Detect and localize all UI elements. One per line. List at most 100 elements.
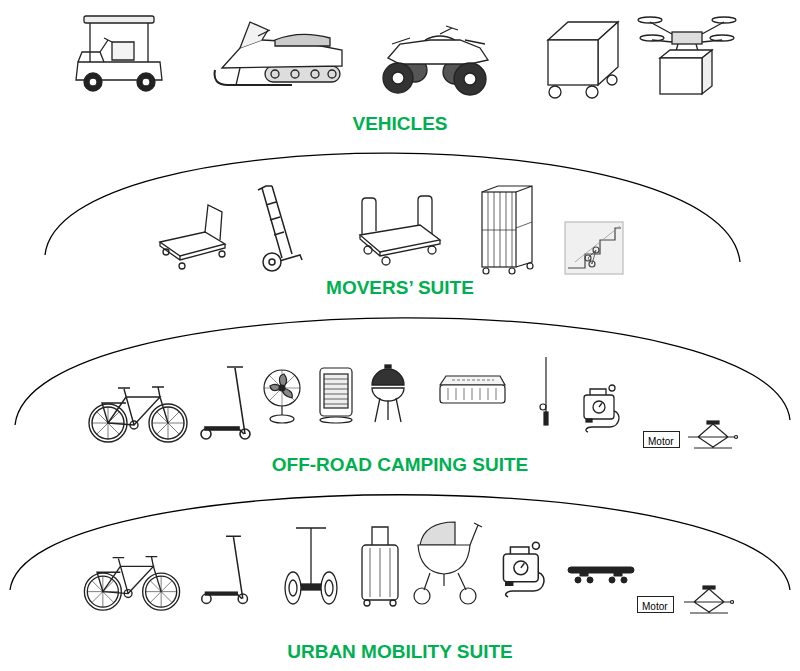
suitcase-icon [372,527,388,545]
roll-cage-icon [482,186,533,274]
roll-cage-icon [483,268,489,274]
fan-icon [264,370,300,423]
hand-truck-icon [263,253,281,271]
segway-icon [289,580,297,596]
suite-arc [10,495,790,590]
stair-climber-icon [565,222,623,274]
drone-icon [702,50,712,94]
roll-cage-icon [509,268,515,274]
fishing-rod-icon [540,404,546,410]
segway-icon [285,528,337,604]
roll-cage-icon [482,192,532,267]
suitcase-icon [362,545,398,600]
drone-icon [638,17,736,94]
platform-truck-icon [360,196,440,265]
fishing-rod-icon [540,357,548,425]
golf-cart-icon [84,16,154,23]
platform-truck-icon [382,257,390,265]
skateboard-icon [568,567,634,583]
fan-icon [264,370,300,406]
golf-cart-icon [89,78,97,86]
skateboard-icon [614,573,622,576]
drone-icon [710,35,734,41]
stroller-icon [414,588,430,604]
suitcase-icon [370,548,390,597]
suite-band: MotorURBAN MOBILITY SUITE [0,490,800,671]
fan-icon [264,370,300,406]
drone-icon [712,17,736,23]
air-compressor-icon [584,385,619,432]
stair-climber-icon [589,261,595,267]
snowmobile-icon [215,22,342,85]
heater-icon [320,417,352,423]
bicycle-icon [89,387,187,442]
stroller-icon [460,588,476,604]
atv-icon [392,26,485,44]
fishing-rod-icon [545,357,546,412]
air-compressor-icon [503,542,544,597]
skateboard-icon [587,577,593,583]
atv-icon [464,73,476,85]
golf-cart-icon [76,16,162,91]
roll-cage-icon [482,186,532,267]
skateboard-icon [580,573,588,576]
motor-box: Motor [643,431,680,448]
air-mattress-icon [440,376,505,385]
stair-climber-icon [593,247,599,253]
suite-arc [45,153,740,262]
drone-icon [672,32,702,44]
hand-truck-icon [269,259,275,265]
flat-cart-icon [160,242,225,260]
scissor-jack-icon [684,586,734,613]
heater-icon [320,368,352,423]
heater-icon [320,368,352,416]
drone-icon [660,58,702,94]
motor-box: Motor [637,596,674,613]
fan-icon [270,374,292,398]
stroller-icon [414,522,482,604]
golf-cart-icon [142,78,150,86]
suite-arc [15,318,790,425]
skateboard-icon [575,577,581,583]
flat-cart-icon [163,249,169,255]
scooter-icon [202,536,248,603]
segway-icon [299,584,323,590]
category-label: VEHICLES [0,113,800,135]
suite-label: OFF-ROAD CAMPING SUITE [0,454,800,476]
heater-icon [324,379,348,404]
flat-cart-icon [160,205,225,269]
grill-icon [385,365,391,368]
suite-label: URBAN MOBILITY SUITE [0,641,800,663]
grill-icon [372,369,404,385]
suite-arc [0,315,800,475]
stair-climber-icon [585,255,591,261]
platform-truck-icon [362,198,376,234]
grill-icon [372,388,404,401]
air-mattress-icon [440,376,505,403]
snowmobile-icon [236,68,240,85]
motor-label: Motor [638,600,672,613]
golf-cart-icon [84,73,102,91]
hand-truck-icon [258,186,302,271]
delivery-robot-icon [607,75,617,85]
fan-icon [279,385,285,391]
segway-icon [296,528,326,585]
skateboard-icon [568,567,634,573]
suitcase-icon [362,527,398,606]
suite-band: MotorOFF-ROAD CAMPING SUITE [0,315,800,475]
stair-climber-icon [568,228,621,268]
delivery-robot-icon [548,40,598,85]
stroller-icon [424,523,482,590]
drone-icon [638,17,662,23]
stair-climber-icon [575,226,620,262]
atv-icon [454,63,486,95]
snowmobile-icon [275,34,330,46]
hand-truck-icon [258,186,292,258]
snowmobile-icon [271,70,279,78]
platform-truck-icon [360,235,440,256]
segway-icon [321,572,337,604]
snowmobile-icon [240,22,268,48]
suite-label: MOVERS’ SUITE [0,277,800,299]
